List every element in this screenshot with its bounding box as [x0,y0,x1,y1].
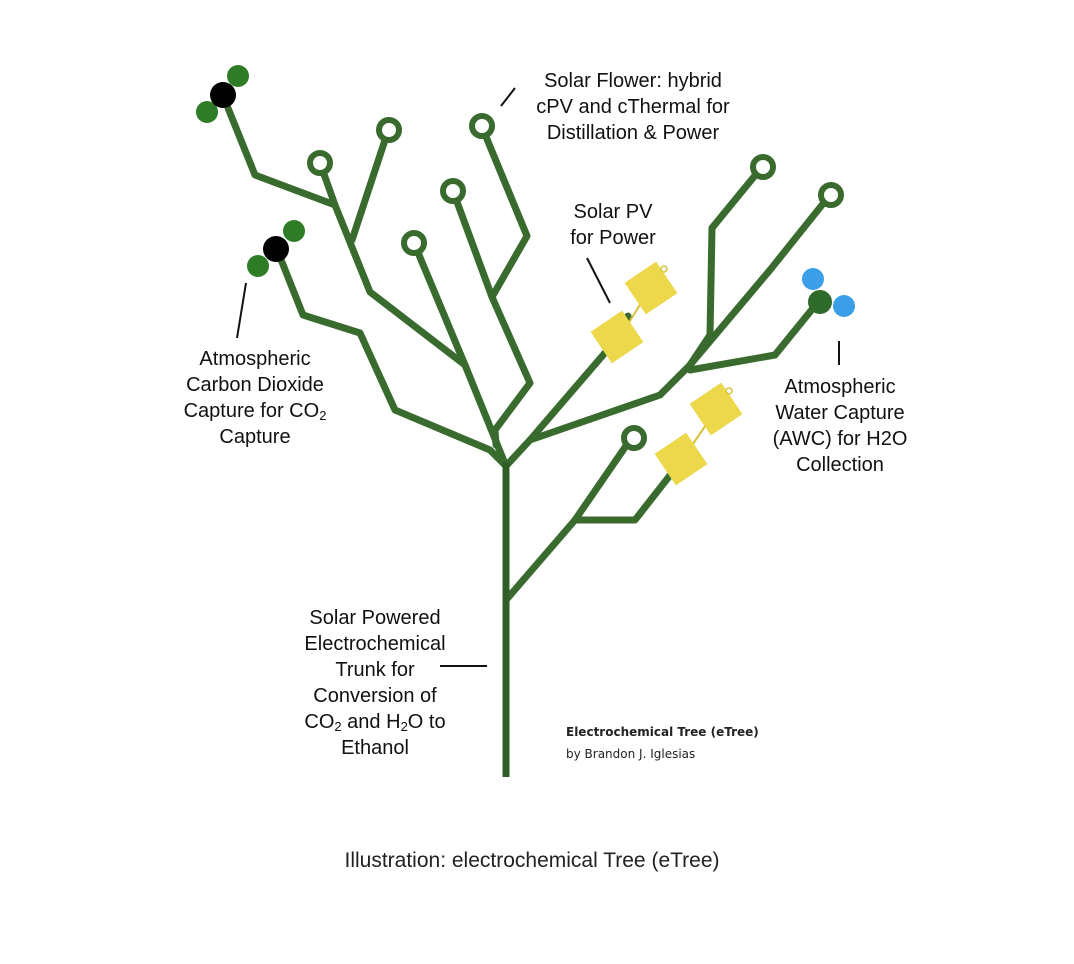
branch-left-flower-2 [348,127,392,244]
branch-lower-panel [571,456,686,524]
leader-solar-flower [500,87,516,107]
label-awc: Atmospheric Water Capture (AWC) for H2O … [772,376,908,476]
label-co2-capture: Atmospheric Carbon Dioxide Capture for C… [183,348,327,448]
solar-panel-icon [654,432,708,486]
branch-awc [686,298,822,374]
leader-lines [236,87,840,667]
solar-flower-icon [750,154,776,180]
h2o-molecule-icon [802,268,855,317]
credit-author: by Brandon J. Iglesias [566,747,696,761]
solar-panel-icon [624,261,678,315]
solar-flower-icon [307,150,333,176]
solar-flower-icon [621,425,647,451]
solar-flower-icon [818,182,844,208]
branch-mid-left [449,187,534,449]
solar-flower-icon [469,113,495,139]
solar-panel-icon [689,382,743,436]
branch-left-main [224,104,510,470]
label-solar-pv: Solar PV for Power [570,201,656,249]
co2-molecule-icon [247,220,305,277]
co2-molecule-icon [196,65,249,123]
credit-block: Electrochemical Tree (eTree) by Brandon … [566,721,759,765]
solar-flowers [307,113,844,451]
label-trunk: Solar Powered Electrochemical Trunk for … [304,607,446,759]
solar-flower-icon [440,178,466,204]
solar-flower-icon [401,230,427,256]
credit-title: Electrochemical Tree (eTree) [566,725,759,739]
label-solar-flower: Solar Flower: hybrid cPV and cThermal fo… [536,70,730,144]
solar-flower-icon [376,117,402,143]
branch-right-flower-2 [686,191,834,369]
solar-panel-icon [590,310,644,364]
leader-solar-pv [586,257,611,304]
tree-branches [224,104,834,604]
leader-co2 [236,282,247,339]
branch-left-flower-3 [410,239,469,369]
figure-caption: Illustration: electrochemical Tree (eTre… [344,849,720,872]
branch-co2-lower [274,248,510,470]
solar-panels [590,261,743,486]
branch-mid-flower-top [478,123,531,301]
